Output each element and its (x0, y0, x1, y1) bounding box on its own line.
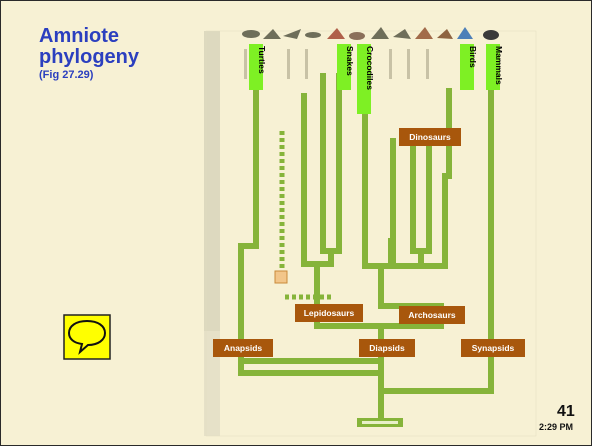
tip-label-turtles: Turtles (249, 44, 267, 90)
animal-silhouettes (242, 27, 499, 40)
title-line-1: Amniote (39, 25, 119, 47)
dinosaur-branch (418, 173, 452, 269)
svg-text:Crocodiles: Crocodiles (365, 46, 375, 90)
slide-title: Amniote phylogeny (Fig 27.29) (39, 26, 199, 82)
extinct-lineage (279, 131, 331, 300)
turtle-branch (238, 78, 384, 364)
reptile-silhouette-2 (283, 29, 301, 39)
svg-text:Archosaurs: Archosaurs (408, 310, 456, 320)
svg-text:Dinosaurs: Dinosaurs (409, 132, 451, 142)
dinosaur-silhouette-1 (393, 29, 411, 39)
phylogenetic-tree (238, 73, 494, 422)
anapsid-root-join (238, 358, 384, 376)
clade-label-synapsids: Synapsids (461, 339, 525, 357)
root-box-text (362, 421, 398, 424)
svg-text:Diapsids: Diapsids (369, 343, 405, 353)
svg-text:Synapsids: Synapsids (472, 343, 515, 353)
clade-label-anapsids: Anapsids (213, 339, 273, 357)
svg-text:Anapsids: Anapsids (224, 343, 263, 353)
dinosaur-silhouette-3 (437, 29, 453, 39)
snake-lizard-branch (320, 73, 342, 254)
snake-silhouette (327, 28, 345, 39)
fossil-marker (274, 270, 288, 284)
synapsid-branch (378, 78, 494, 394)
clade-label-dinosaurs: Dinosaurs (399, 128, 461, 146)
turtle-silhouette (242, 30, 260, 38)
tip-label-mammals: Mammals (486, 44, 504, 90)
tuatara-branch (301, 93, 334, 267)
svg-text:Mammals: Mammals (494, 46, 504, 85)
clade-label-lepidosaurs: Lepidosaurs (295, 304, 363, 322)
tip-label-crocodiles: Crocodiles (357, 44, 375, 114)
pterosaur-silhouette (371, 27, 389, 39)
title-line-2: phylogeny (39, 46, 140, 68)
dinosaur-silhouette-2 (415, 27, 433, 39)
pterosaur-join (362, 238, 396, 269)
time-scale-panel (204, 31, 220, 331)
clade-label-diapsids: Diapsids (359, 339, 415, 357)
lizard-silhouette (305, 32, 321, 38)
tip-label-snakes: Snakes (337, 44, 355, 90)
mammal-silhouette (483, 30, 499, 40)
svg-text:Birds: Birds (468, 46, 478, 68)
archosaur-stem (378, 263, 444, 309)
pterosaur-branch (390, 138, 436, 269)
svg-text:Snakes: Snakes (345, 46, 355, 76)
bird-silhouette (457, 27, 473, 39)
phylogeny-figure: Turtles Snakes Crocodiles Birds Mammals (199, 1, 551, 445)
clock: 2:29 PM (539, 422, 574, 432)
tip-label-birds: Birds (460, 44, 478, 90)
crocodile-silhouette (349, 32, 365, 40)
svg-text:Turtles: Turtles (257, 46, 267, 74)
column-headings (244, 49, 429, 79)
svg-text:Lepidosaurs: Lepidosaurs (304, 308, 355, 318)
reptile-silhouette-1 (263, 29, 281, 39)
clade-label-archosaurs: Archosaurs (399, 306, 465, 324)
figure-frame (205, 30, 537, 437)
ornithischian-branch (410, 138, 432, 254)
figure-reference: (Fig 27.29) (39, 69, 94, 81)
time-scale-panel-lower (204, 331, 220, 436)
speech-bubble-icon[interactable] (63, 314, 111, 365)
slide-number: 41 (557, 403, 575, 420)
